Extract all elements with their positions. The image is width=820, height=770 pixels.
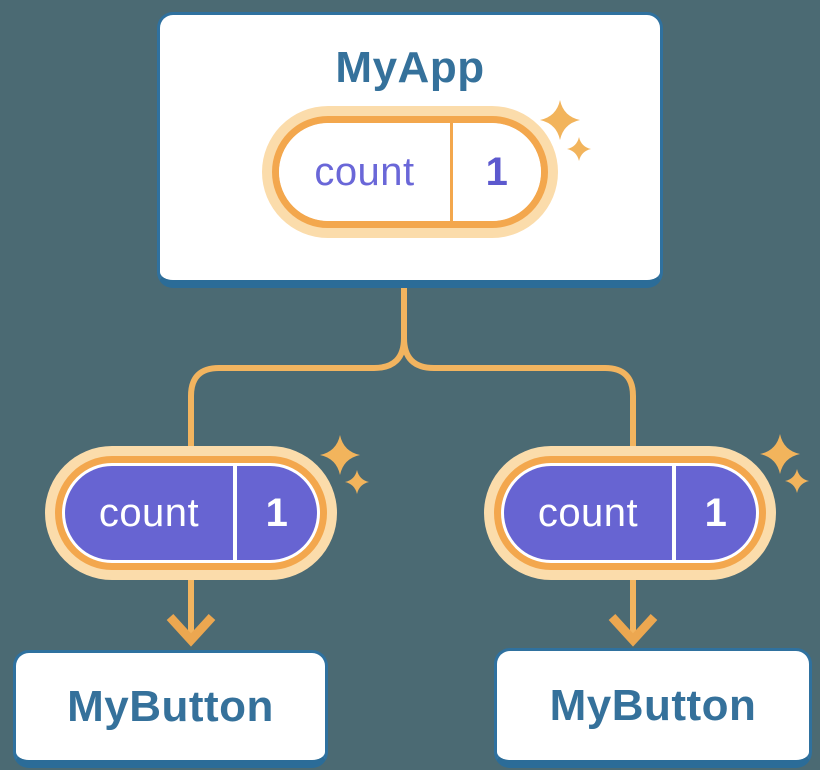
- state-pill-ring: count 1: [55, 456, 327, 570]
- state-value: 1: [485, 149, 509, 194]
- state-pill-root: count 1: [262, 106, 558, 238]
- connector-root-to-right: [401, 288, 636, 460]
- state-name: count: [98, 490, 200, 535]
- state-pill-divider: [450, 123, 453, 221]
- component-card-mybutton-right: MyButton: [494, 648, 812, 768]
- state-name: count: [537, 490, 639, 535]
- state-value: 1: [265, 490, 289, 535]
- component-title: MyButton: [549, 680, 757, 730]
- state-pill-left: count 1: [45, 446, 337, 580]
- state-pill-divider: [672, 466, 676, 560]
- state-value: 1: [704, 490, 728, 535]
- state-pill-divider: [233, 466, 237, 560]
- sparkle-icon: [540, 100, 580, 140]
- component-card-mybutton-left: MyButton: [13, 650, 328, 768]
- sparkle-icon: [785, 469, 809, 493]
- sparkle-icon: [567, 137, 591, 161]
- state-pill-right: count 1: [484, 446, 776, 580]
- sparkle-icon: [760, 434, 800, 474]
- sparkle-icon: [320, 435, 360, 475]
- state-name: count: [314, 149, 415, 194]
- component-title: MyApp: [335, 43, 485, 92]
- state-pill-ring: count 1: [272, 116, 548, 228]
- sparkle-icon: [345, 470, 369, 494]
- state-pill-ring: count 1: [494, 456, 766, 570]
- connector-root-to-left: [188, 288, 407, 460]
- component-title: MyButton: [67, 681, 274, 731]
